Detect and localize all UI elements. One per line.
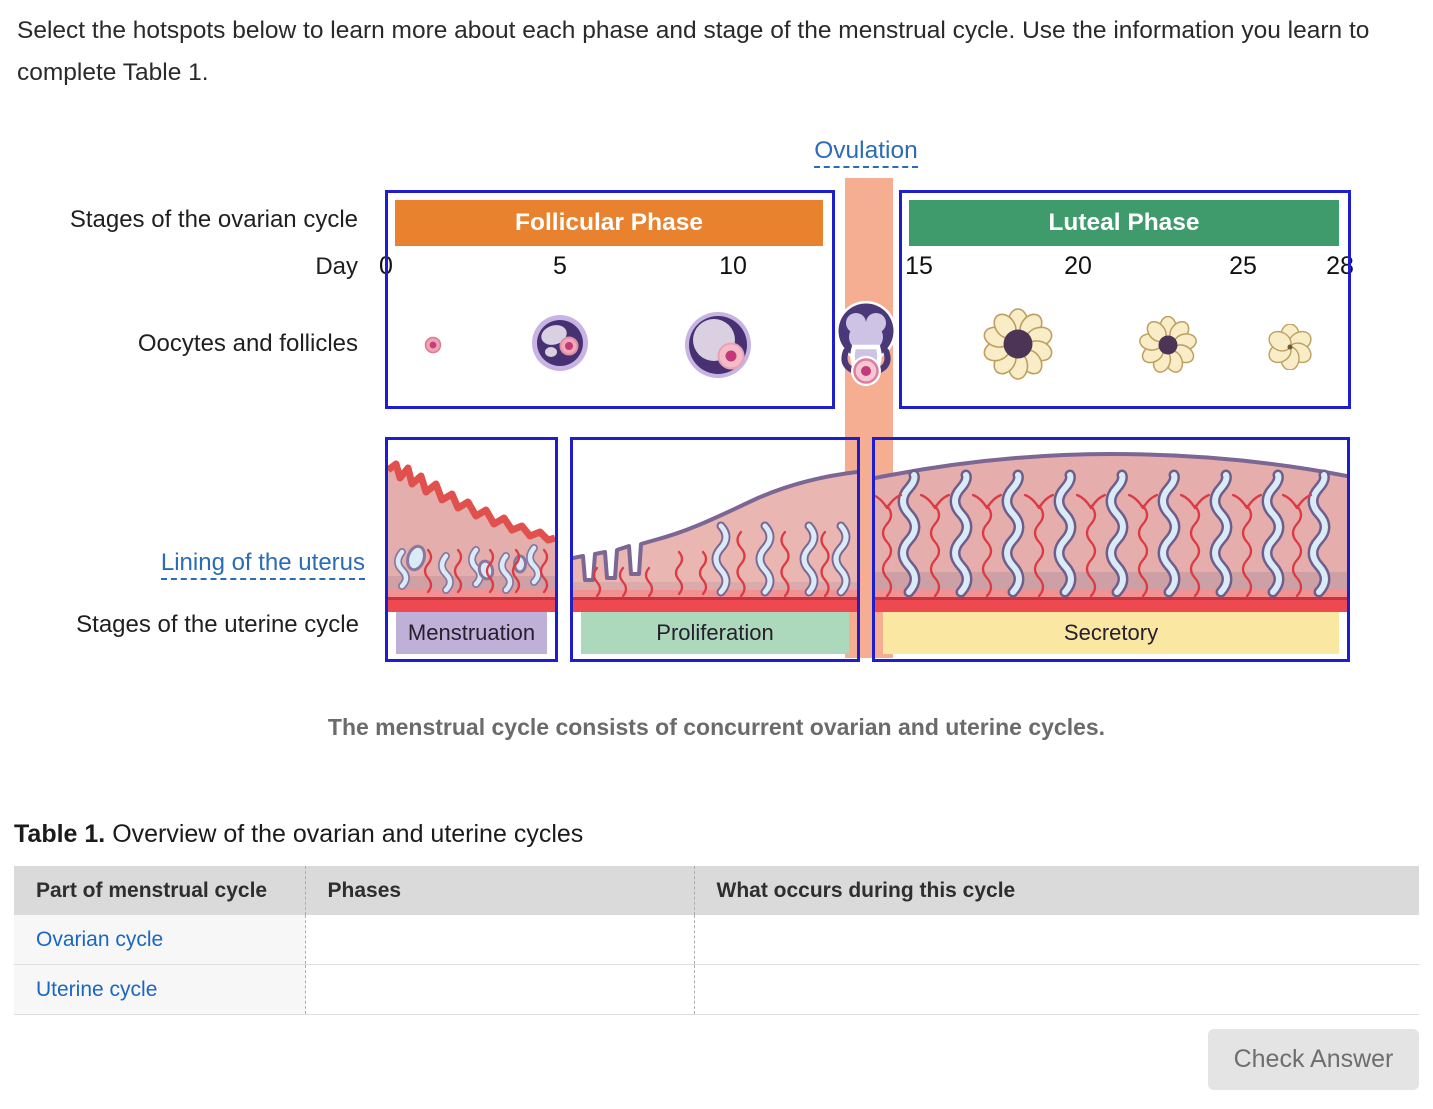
figure-caption: The menstrual cycle consists of concurre… xyxy=(327,714,1106,740)
table-title-label: Table 1. xyxy=(14,820,106,848)
proliferation-stage-hotspot[interactable]: Proliferation xyxy=(581,612,849,654)
ovarian-occurs-cell[interactable] xyxy=(694,915,1419,965)
menstruation-lining-illustration xyxy=(388,460,555,612)
day-tick-10: 10 xyxy=(719,252,747,280)
day-tick-20: 20 xyxy=(1064,252,1092,280)
corpus-albicans-icon xyxy=(1264,323,1316,371)
proliferation-lining-illustration xyxy=(573,470,857,612)
day-tick-25: 25 xyxy=(1229,252,1257,280)
col-header-part: Part of menstrual cycle xyxy=(14,866,306,915)
mature-follicle-icon xyxy=(684,311,752,379)
uterine-cycle-link[interactable]: Uterine cycle xyxy=(36,977,158,1001)
table-title: Table 1. Overview of the ovarian and ute… xyxy=(14,820,583,849)
luteal-phase-box: Luteal Phase xyxy=(899,190,1351,409)
menstruation-stage-hotspot[interactable]: Menstruation xyxy=(396,612,547,654)
secretory-stage-hotspot[interactable]: Secretory xyxy=(883,612,1339,654)
uterine-stages-label: Stages of the uterine cycle xyxy=(76,611,359,638)
oocytes-follicles-label: Oocytes and follicles xyxy=(137,330,358,357)
instructions-text: Select the hotspots below to learn more … xyxy=(17,17,1370,86)
table-title-text: Overview of the ovarian and uterine cycl… xyxy=(112,820,584,848)
corpus-luteum-large-icon xyxy=(980,308,1056,380)
ovulating-follicle-icon xyxy=(830,300,902,394)
uterine-occurs-cell[interactable] xyxy=(694,964,1419,1015)
ovarian-stages-label: Stages of the ovarian cycle xyxy=(69,206,358,233)
ovulation-hotspot-link[interactable]: Ovulation xyxy=(814,137,918,168)
uterine-phases-cell[interactable] xyxy=(305,964,695,1015)
follicular-phase-hotspot[interactable]: Follicular Phase xyxy=(395,200,823,246)
secretory-lining-illustration xyxy=(875,451,1347,612)
table-header-row: Part of menstrual cycle Phases What occu… xyxy=(14,866,1419,915)
secretory-box: Secretory xyxy=(872,437,1350,662)
table-row: Uterine cycle xyxy=(14,964,1419,1015)
check-answer-button[interactable]: Check Answer xyxy=(1208,1029,1419,1090)
luteal-phase-hotspot[interactable]: Luteal Phase xyxy=(909,200,1339,246)
lining-hotspot-wrap: Lining of the uterus xyxy=(0,549,365,580)
proliferation-box: Proliferation xyxy=(570,437,860,662)
overview-table: Part of menstrual cycle Phases What occu… xyxy=(14,866,1419,1015)
corpus-luteum-medium-icon xyxy=(1137,315,1199,376)
growing-follicle-icon xyxy=(531,314,589,372)
uterine-cycle-cell: Uterine cycle xyxy=(14,964,306,1015)
table-row: Ovarian cycle xyxy=(14,915,1419,965)
primordial-follicle-icon xyxy=(424,336,442,354)
follicular-phase-box: Follicular Phase xyxy=(385,190,835,409)
ovarian-cycle-cell: Ovarian cycle xyxy=(14,915,306,965)
day-tick-5: 5 xyxy=(553,252,567,280)
ovarian-cycle-link[interactable]: Ovarian cycle xyxy=(36,927,164,951)
day-tick-15: 15 xyxy=(905,252,933,280)
ovarian-phases-cell[interactable] xyxy=(305,915,695,965)
col-header-phases: Phases xyxy=(305,866,695,915)
ovulation-hotspot-wrap: Ovulation xyxy=(790,137,942,168)
menstruation-box: Menstruation xyxy=(385,437,558,662)
lining-of-uterus-hotspot-link[interactable]: Lining of the uterus xyxy=(160,549,365,580)
day-label: Day xyxy=(315,253,358,280)
col-header-occurs: What occurs during this cycle xyxy=(694,866,1419,915)
